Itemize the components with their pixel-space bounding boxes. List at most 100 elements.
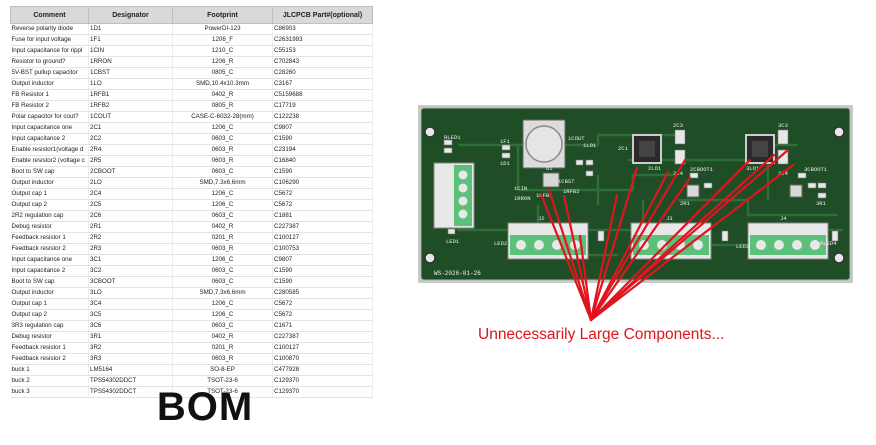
silk-2c4: 2C4 — [673, 170, 684, 177]
silk-rled4: RLED4 — [820, 240, 837, 247]
bom-cell-part-number: C5672 — [272, 309, 373, 321]
silk-2lo1: 2LO1 — [648, 165, 662, 172]
bom-cell-designator: TPS54302DDCT — [88, 375, 173, 387]
silk-led1: LED1 — [446, 238, 460, 245]
bom-cell-designator: 1RFB2 — [88, 100, 173, 112]
bom-cell-part-number: C1590 — [272, 265, 373, 277]
pcb-board-svg: RLED1 J1 LED1 1F1 1D1 1CIN 1COUT 1LO1 1R… — [418, 105, 853, 283]
inductor-2lo1 — [632, 134, 662, 164]
bom-cell-comment: buck 1 — [10, 364, 89, 376]
bom-cell-comment: Output cap 2 — [10, 309, 89, 321]
bom-cell-footprint: 0603_C — [172, 133, 273, 145]
bom-cell-footprint: 0201_R — [172, 342, 273, 354]
bom-cell-part-number: C227387 — [272, 221, 373, 233]
capacitor-1cout — [522, 119, 566, 169]
bom-cell-part-number: C5672 — [272, 298, 373, 310]
silk-3r1: 3R1 — [816, 200, 827, 207]
bom-cell-comment: Output cap 1 — [10, 298, 89, 310]
bom-cell-comment: Input capacitance 2 — [10, 133, 89, 145]
bom-cell-footprint: TSOT-23-6 — [172, 386, 273, 398]
bom-cell-comment: Resistor to ground? — [10, 56, 89, 68]
silk-1lo1: 1LO1 — [583, 142, 597, 149]
bom-cell-comment: Input capacitance one — [10, 122, 89, 134]
connector-j2 — [507, 222, 589, 260]
bom-cell-part-number: C1881 — [272, 210, 373, 222]
bom-cell-footprint: 1206_R — [172, 56, 273, 68]
bom-cell-footprint: 0402_R — [172, 221, 273, 233]
annotation-caption: Unnecessarily Large Components... — [478, 326, 725, 343]
silk-1rfb2: 1RFB2 — [563, 188, 580, 195]
bom-cell-part-number: C122238 — [272, 111, 373, 123]
bom-cell-comment: Fuse for input voltage — [10, 34, 89, 46]
bom-cell-comment: Output inductor — [10, 177, 89, 189]
bom-cell-footprint: 1206_F — [172, 34, 273, 46]
bom-title: BOM — [156, 385, 254, 429]
bom-cell-comment: 2R2 regulation cap — [10, 210, 89, 222]
bom-cell-comment: FB Resistor 2 — [10, 100, 89, 112]
bom-cell-comment: Boot to SW cap — [10, 276, 89, 288]
bom-cell-comment: Enable resistor2 (voltage c — [10, 155, 89, 167]
bom-cell-comment: Debug resistor — [10, 221, 89, 233]
silk-2r1: 2R1 — [680, 200, 691, 207]
bom-cell-designator: 2LO — [88, 177, 173, 189]
bom-cell-footprint: 0805_R — [172, 100, 273, 112]
bom-cell-footprint: 1206_C — [172, 188, 273, 200]
silk-1cin: 1CIN — [514, 185, 527, 192]
bom-cell-footprint: 0805_C — [172, 67, 273, 79]
bom-cell-comment: Feedback resistor 1 — [10, 342, 89, 354]
bom-cell-comment: Output inductor — [10, 78, 89, 90]
bom-cell-footprint: 0603_R — [172, 353, 273, 365]
bom-cell-designator: 1CBST — [88, 67, 173, 79]
bom-cell-part-number: C100127 — [272, 232, 373, 244]
bom-cell-part-number: C129370 — [272, 386, 373, 398]
bom-cell-designator: 2C1 — [88, 122, 173, 134]
bom-cell-part-number: C477928 — [272, 364, 373, 376]
bom-cell-designator: 3C2 — [88, 265, 173, 277]
silk-1rfb1: 1RFB1 — [536, 192, 553, 199]
silk-led3: LED3 — [736, 243, 749, 250]
bom-cell-footprint: 1206_C — [172, 199, 273, 211]
header-designator: Designator — [88, 6, 173, 24]
silk-2cboot1: 2CBOOT1 — [690, 166, 714, 173]
bom-cell-footprint: PowerDI-123 — [172, 23, 273, 35]
bom-cell-comment: FB Resistor 1 — [10, 89, 89, 101]
bom-table: Comment Designator Footprint JLCPCB Part… — [10, 6, 373, 398]
bom-cell-part-number: C702843 — [272, 56, 373, 68]
bom-cell-part-number: C129370 — [272, 375, 373, 387]
silk-1cout: 1COUT — [568, 135, 585, 142]
bom-cell-comment: Debug resistor — [10, 331, 89, 343]
silk-1d1: 1D1 — [500, 160, 511, 167]
bom-cell-comment: buck 3 — [10, 386, 89, 398]
bom-cell-part-number: C3167 — [272, 78, 373, 90]
bom-cell-comment: Input capacitance one — [10, 254, 89, 266]
bom-cell-footprint: 0603_R — [172, 243, 273, 255]
bom-cell-part-number: C1590 — [272, 133, 373, 145]
bom-cell-designator: 2CBOOT — [88, 166, 173, 178]
silk-date: WS-2026-01-26 — [434, 270, 481, 277]
bom-cell-designator: 1RRON — [88, 56, 173, 68]
ic-u1 — [542, 172, 560, 188]
mounting-hole-icon — [424, 126, 436, 138]
bom-cell-comment: Output cap 1 — [10, 188, 89, 200]
bom-cell-designator: LM5164 — [88, 364, 173, 376]
bom-cell-designator: 1LO — [88, 78, 173, 90]
bom-cell-footprint: 1206_C — [172, 254, 273, 266]
bom-cell-designator: 3C6 — [88, 320, 173, 332]
